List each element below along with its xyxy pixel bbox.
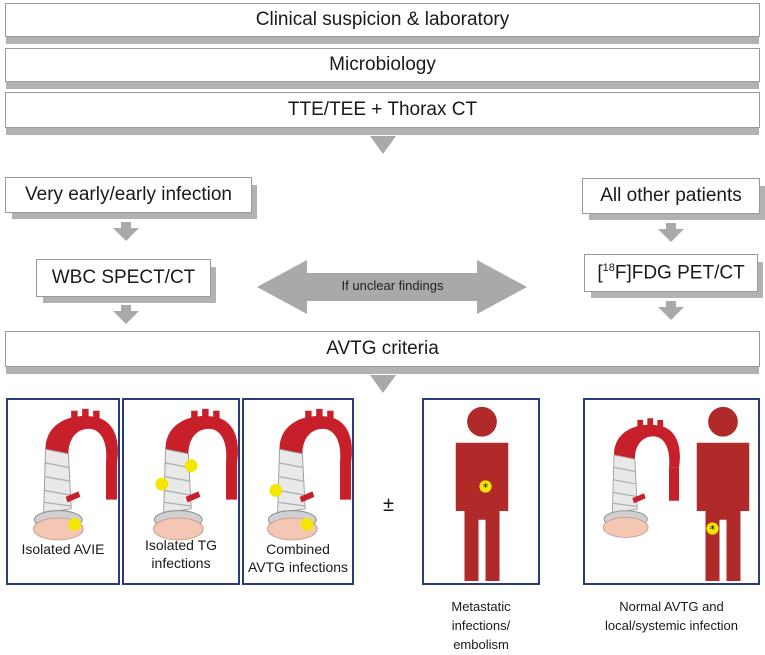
clinical-suspicion-box: Clinical suspicion & laboratory <box>5 3 760 37</box>
human-figure-icon: * <box>696 406 750 581</box>
early-infection-box: Very early/early infection <box>5 177 252 213</box>
wbc-spect-label: WBC SPECT/CT <box>51 267 196 288</box>
microbiology-label: Microbiology <box>329 54 436 75</box>
aorta-graft-icon <box>152 408 239 541</box>
normal-avtg-caption: Normal AVTG and local/systemic infection <box>605 599 738 633</box>
avtg-criteria-label: AVTG criteria <box>326 338 439 359</box>
imaging-box: TTE/TEE + Thorax CT <box>5 92 760 128</box>
down-arrow-right-2 <box>658 301 684 320</box>
human-figure-icon: * <box>455 406 509 581</box>
clinical-suspicion-label: Clinical suspicion & laboratory <box>255 9 510 30</box>
panel-1-label: Isolated AVIE <box>21 541 105 557</box>
all-other-patients-label: All other patients <box>600 185 742 206</box>
panel-isolated-avie: Isolated AVIE <box>6 398 120 585</box>
fdg-pet-label: [18F]FDG PET/CT <box>597 261 745 284</box>
avtg-criteria-box: AVTG criteria <box>5 331 760 367</box>
all-other-patients-box: All other patients <box>582 178 760 214</box>
down-arrow-left-2 <box>113 305 139 324</box>
down-arrow-right-1 <box>658 223 684 242</box>
star-icon: * <box>483 482 488 494</box>
double-arrow <box>257 260 527 314</box>
aorta-graft-icon <box>32 408 119 541</box>
aorta-graft-icon <box>602 417 681 539</box>
panel-3-label-line1: Combined <box>266 541 330 557</box>
imaging-label: TTE/TEE + Thorax CT <box>287 99 478 120</box>
panel-metastatic: * <box>422 398 540 585</box>
wbc-spect-box: WBC SPECT/CT <box>36 259 211 297</box>
fdg-superscript: 18 <box>602 261 615 274</box>
panel-2-label-line2: infections <box>151 555 211 571</box>
early-infection-label: Very early/early infection <box>25 184 232 205</box>
aorta-graft-icon <box>266 408 353 541</box>
fdg-pet-box: [18F]FDG PET/CT <box>584 254 758 292</box>
panel-2-label-line1: Isolated TG <box>144 537 218 553</box>
panel-3-label-line2: AVTG infections <box>247 559 349 575</box>
star-icon: * <box>710 524 715 536</box>
microbiology-box: Microbiology <box>5 48 760 82</box>
plus-minus-sign: ± <box>383 494 394 516</box>
down-arrow-left-1 <box>113 222 139 241</box>
down-arrow-top <box>370 136 396 154</box>
down-arrow-criteria <box>370 375 396 393</box>
panel-normal-avtg: * <box>583 398 760 585</box>
panel-combined-avtg: Combined AVTG infections <box>242 398 354 585</box>
metastatic-caption: Metastatic infections/ embolism <box>451 599 511 652</box>
panel-isolated-tg: Isolated TG infections <box>122 398 240 585</box>
double-arrow-label: If unclear findings <box>341 278 444 293</box>
